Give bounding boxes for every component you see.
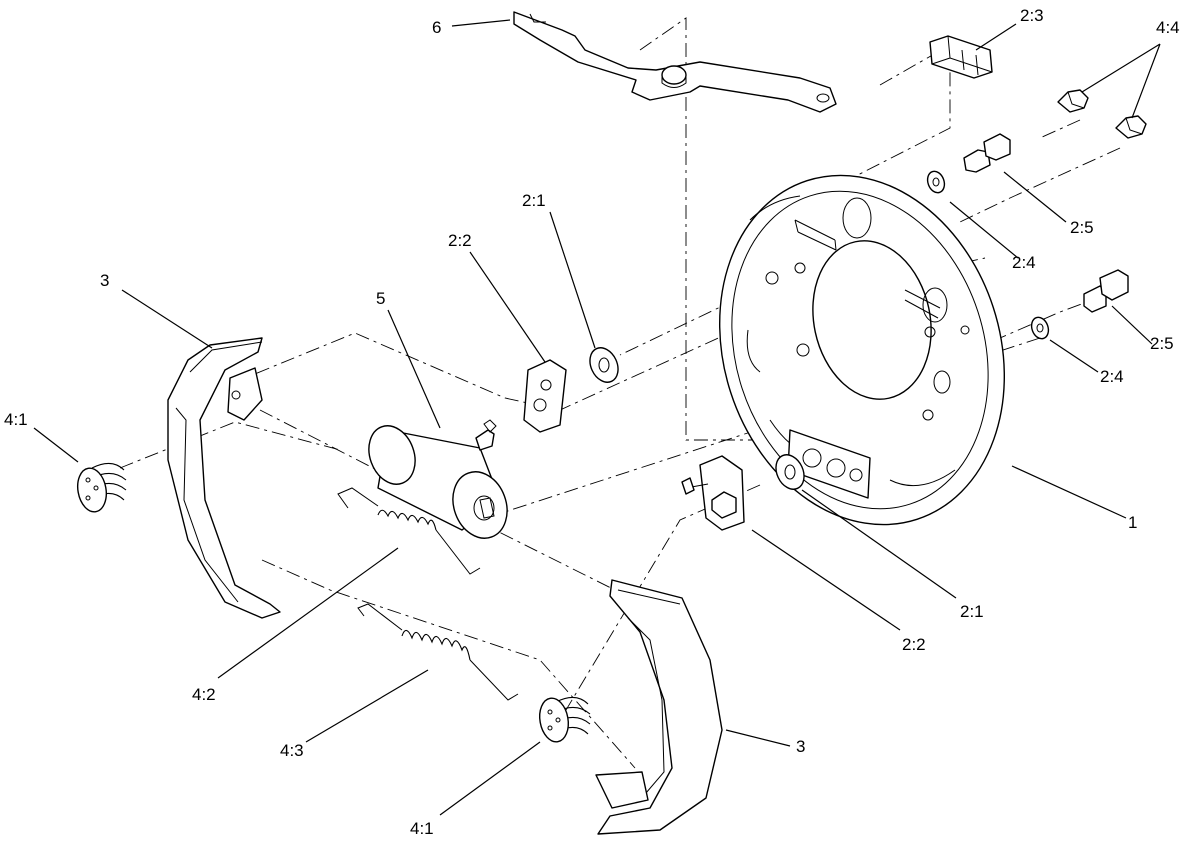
callout-2-5-right: 2:5 bbox=[1150, 334, 1174, 353]
callout-3-right: 3 bbox=[796, 737, 805, 756]
bolt bbox=[963, 133, 1129, 313]
callout-2-2-top: 2:2 bbox=[448, 231, 472, 250]
lower-return-spring bbox=[357, 603, 519, 701]
lock-washer bbox=[926, 170, 1050, 340]
bleeder-screw bbox=[1057, 89, 1147, 139]
washer bbox=[589, 347, 805, 490]
callout-2-5-top: 2:5 bbox=[1070, 218, 1094, 237]
callout-2-1-bottom: 2:1 bbox=[960, 602, 984, 621]
callout-4-1-bottom: 4:1 bbox=[410, 819, 434, 838]
backing-plate bbox=[718, 174, 1006, 526]
hold-down-spring bbox=[76, 462, 591, 743]
callout-4-1-left: 4:1 bbox=[4, 410, 28, 429]
callout-2-4-top: 2:4 bbox=[1012, 253, 1036, 272]
leader-lines bbox=[33, 19, 1161, 816]
parking-brake-lever bbox=[513, 11, 837, 113]
callout-1: 1 bbox=[1128, 513, 1137, 532]
callout-3-left: 3 bbox=[100, 271, 109, 290]
callout-2-1-top: 2:1 bbox=[522, 191, 546, 210]
plug bbox=[929, 35, 993, 79]
callout-labels: 6 2:3 4:4 2:5 2:4 2:1 2:2 5 3 2:5 2:4 4:… bbox=[4, 6, 1180, 838]
upper-return-spring bbox=[337, 487, 481, 575]
callout-4-3: 4:3 bbox=[280, 741, 304, 760]
adjuster-cam bbox=[523, 359, 745, 531]
brake-shoe bbox=[167, 337, 723, 835]
callout-4-2: 4:2 bbox=[192, 685, 216, 704]
callout-2-3: 2:3 bbox=[1020, 6, 1044, 25]
callout-2-2-bottom: 2:2 bbox=[902, 635, 926, 654]
callout-2-4-right: 2:4 bbox=[1100, 367, 1124, 386]
callout-5: 5 bbox=[376, 289, 385, 308]
callout-4-4: 4:4 bbox=[1156, 18, 1180, 37]
callout-6: 6 bbox=[432, 18, 441, 37]
wheel-cylinder bbox=[368, 419, 508, 539]
